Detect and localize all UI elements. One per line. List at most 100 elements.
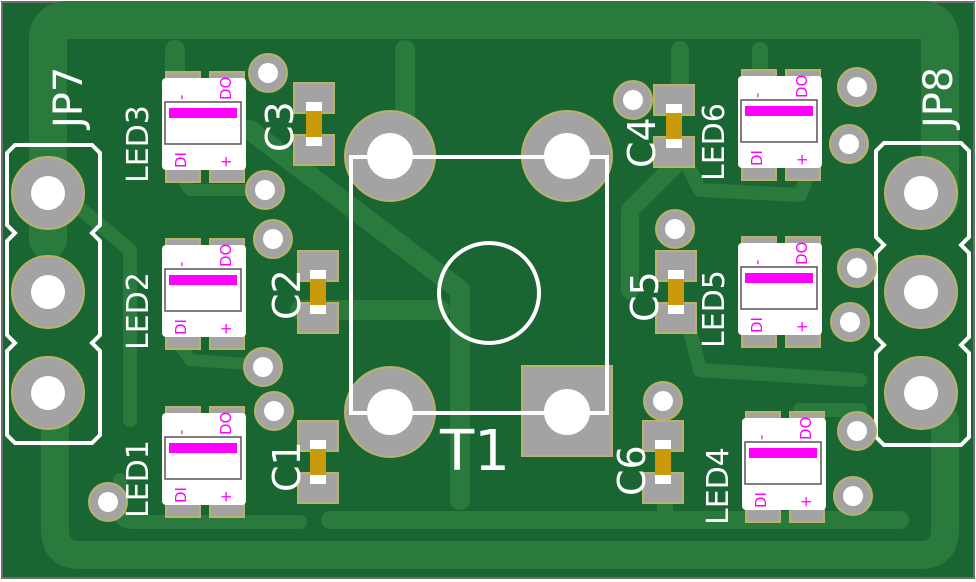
trace-left-mid [63, 193, 137, 427]
via [829, 124, 869, 164]
trace-top-bus [29, 1, 959, 259]
via [254, 391, 294, 431]
via [245, 170, 285, 210]
vias [88, 53, 877, 522]
capacitor-c6: C6 [610, 420, 684, 504]
led-pin-label-di: DI [172, 487, 190, 503]
led-pin-label-minus: - [172, 430, 190, 435]
led-pin-label-di: DI [172, 319, 190, 335]
c5-label: C5 [623, 271, 667, 322]
t1-label: T1 [439, 419, 510, 484]
trace-led5-link [683, 323, 867, 387]
led5-label: LED5 [697, 270, 732, 348]
jp7-silkscreen-outline [5, 143, 102, 445]
capacitor-c2: C2 [265, 250, 339, 334]
led1-label: LED1 [121, 440, 156, 518]
jp8-label: JP8 [916, 67, 962, 131]
led-pin-label-do: DO [217, 412, 235, 435]
led-pin-label-do: DO [217, 77, 235, 100]
led-polarity-bar [749, 448, 817, 458]
jp8-pin-1[interactable] [884, 156, 958, 230]
led-pin-label-plus: + [217, 322, 235, 335]
cap-body [306, 111, 322, 137]
led-pin-label-minus: - [752, 435, 770, 440]
t1-silkscreen-outline [349, 155, 609, 415]
jp8-pin-3[interactable] [884, 356, 958, 430]
via [833, 476, 873, 516]
led-polarity-bar [169, 443, 237, 453]
led4-label: LED4 [701, 447, 736, 525]
via [655, 209, 695, 249]
connector-jp7: JP7 [5, 67, 102, 445]
c4-label: C4 [620, 117, 664, 168]
led-pin-label-minus: - [748, 93, 766, 98]
cap-body [310, 449, 326, 475]
cap-pad [642, 420, 684, 452]
led-pin-label-plus: + [217, 490, 235, 503]
trace-bottom-bus [41, 406, 959, 569]
cap-pad [293, 82, 335, 114]
led-pin-label-minus: - [172, 262, 190, 267]
via [830, 302, 870, 342]
via [643, 381, 683, 421]
led-pin-label-minus: - [172, 95, 190, 100]
via [248, 53, 288, 93]
c3-label: C3 [258, 101, 302, 152]
jp7-pin-1[interactable] [11, 156, 85, 230]
led-polarity-bar [169, 275, 237, 285]
led-pin-label-plus: + [797, 495, 815, 508]
led6-label: LED6 [697, 103, 732, 181]
via [243, 347, 283, 387]
led-pin-label-do: DO [217, 244, 235, 267]
led-pin-label-di: DI [748, 317, 766, 333]
jp7-label: JP7 [46, 67, 92, 131]
jp7-pin-2[interactable] [11, 255, 85, 329]
led-pin-label-plus: + [217, 155, 235, 168]
cap-pad [653, 84, 695, 116]
led-polarity-bar [745, 106, 813, 116]
led-led1: - DO DI + LED1 [121, 406, 246, 518]
cap-body [310, 279, 326, 305]
led-led4: - DO DI + LED4 [701, 411, 826, 525]
led-pin-label-do: DO [793, 75, 811, 98]
via [837, 411, 877, 451]
led-pin-label-do: DO [797, 417, 815, 440]
t1-actuator-outline [437, 241, 541, 345]
jp7-pin-3[interactable] [11, 356, 85, 430]
led-pin-label-plus: + [793, 320, 811, 333]
led-pin-label-di: DI [172, 152, 190, 168]
connector-jp8: JP8 [874, 67, 971, 447]
via [88, 482, 128, 522]
led-led2: - DO DI + LED2 [121, 238, 246, 350]
led-polarity-bar [745, 273, 813, 283]
trace-right-mid [621, 151, 689, 299]
via [253, 219, 293, 259]
c1-label: C1 [265, 441, 309, 492]
led-polarity-bar [169, 108, 237, 118]
capacitor-c4: C4 [620, 84, 695, 168]
cap-body [655, 449, 671, 475]
switch-t1: T1 [344, 110, 613, 484]
via [837, 67, 877, 107]
trace-t1-diag [240, 120, 470, 510]
via [837, 248, 877, 288]
via [613, 80, 653, 120]
led-pin-label-minus: - [748, 260, 766, 265]
led-pin-label-do: DO [793, 242, 811, 265]
led-pin-label-di: DI [752, 492, 770, 508]
jp8-pin-2[interactable] [884, 255, 958, 329]
capacitor-c5: C5 [623, 250, 697, 334]
jp8-silkscreen-outline [874, 141, 971, 447]
led2-label: LED2 [121, 272, 156, 350]
cap-body [668, 279, 684, 305]
capacitor-c1: C1 [265, 420, 339, 504]
c6-label: C6 [610, 445, 654, 496]
led-led5: - DO DI + LED5 [697, 236, 822, 348]
led-pin-label-di: DI [748, 150, 766, 166]
c2-label: C2 [265, 269, 309, 320]
trace-led6-link [683, 163, 817, 202]
cap-body [666, 113, 682, 139]
